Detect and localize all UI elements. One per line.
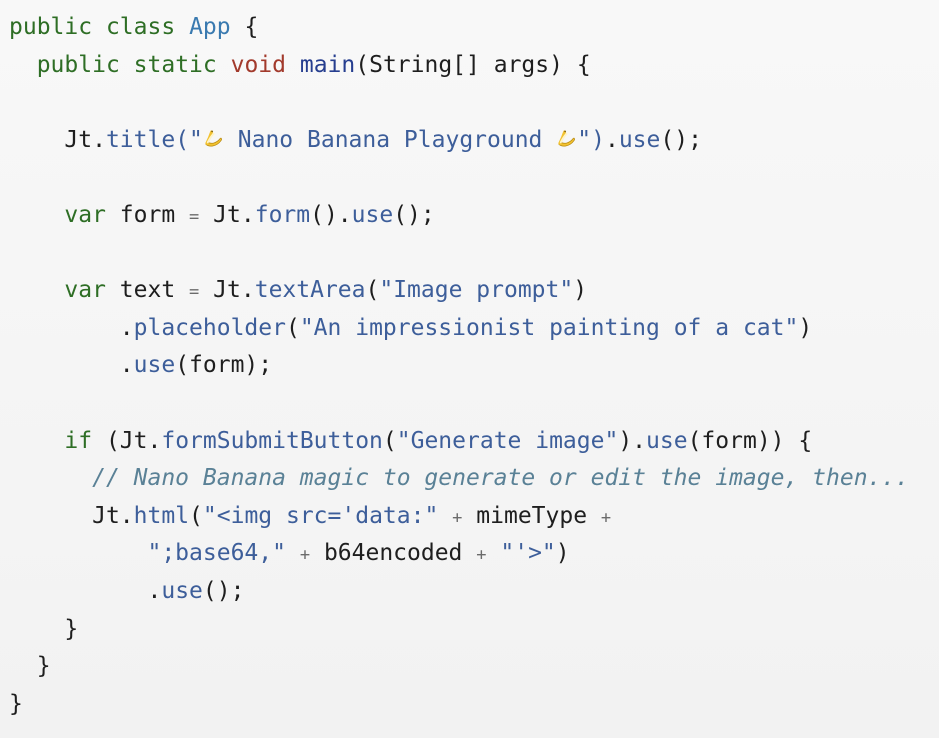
- operator-assign: =: [189, 206, 200, 227]
- paren-open: (: [285, 314, 300, 341]
- call-mid: ().: [310, 201, 352, 228]
- keyword-if: if: [64, 427, 93, 454]
- string-img-close: "'>": [500, 540, 556, 567]
- banana-icon: [556, 125, 577, 147]
- keyword-static: static: [133, 51, 217, 78]
- code-line-14: Jt.html("<img src='data:" + mimeType +: [9, 498, 939, 536]
- string-open: (": [175, 126, 203, 153]
- method-html: html: [133, 502, 190, 529]
- call-args: (form);: [175, 352, 273, 379]
- brace-close: }: [9, 690, 23, 717]
- receiver-jt: Jt: [213, 201, 241, 228]
- code-line-17: }: [9, 611, 939, 649]
- keyword-void: void: [230, 51, 286, 78]
- method-name-main: main: [299, 51, 356, 78]
- call-tail: (form)) {: [687, 427, 813, 454]
- brace-open: {: [576, 51, 591, 78]
- method-use: use: [161, 577, 203, 604]
- keyword-public: public: [36, 51, 120, 78]
- paren-close: ): [573, 277, 588, 304]
- method-form-submit-button: formSubmitButton: [161, 427, 383, 454]
- if-open: (Jt.: [105, 427, 162, 454]
- title-string: Nano Banana Playground: [237, 126, 543, 153]
- keyword-class: class: [105, 14, 176, 40]
- dot: .: [147, 577, 162, 604]
- brace-open: {: [244, 14, 259, 40]
- method-use: use: [618, 126, 661, 153]
- receiver-jt: Jt: [213, 277, 241, 304]
- code-line-16: .use();: [9, 573, 939, 611]
- class-name: App: [189, 14, 231, 40]
- banana-icon: [203, 125, 224, 147]
- dot: .: [119, 352, 134, 379]
- operator-plus: +: [299, 545, 311, 566]
- receiver-jt: Jt: [64, 126, 93, 153]
- identifier-b64encoded: b64encoded: [323, 540, 463, 567]
- code-line-5: [9, 159, 939, 197]
- string-image-prompt: "Image prompt": [379, 277, 574, 304]
- keyword-public: public: [9, 14, 93, 40]
- operator-plus: +: [600, 507, 612, 528]
- method-use: use: [133, 352, 176, 379]
- keyword-var: var: [64, 277, 106, 304]
- paren-close: ): [555, 540, 570, 567]
- method-use: use: [646, 427, 688, 454]
- call-tail: ();: [660, 126, 702, 153]
- operator-plus: +: [452, 507, 463, 528]
- string-close: "): [577, 126, 605, 153]
- paren-open: (: [382, 427, 397, 454]
- dot: .: [119, 502, 134, 529]
- identifier-form: form: [119, 201, 176, 228]
- call-tail: ();: [393, 201, 435, 228]
- brace-close: }: [36, 653, 51, 680]
- method-use: use: [351, 201, 394, 228]
- code-line-19: }: [9, 686, 939, 724]
- code-line-18: }: [9, 648, 939, 686]
- paren-open: (: [365, 277, 380, 304]
- paren-close: ): [798, 314, 813, 341]
- code-line-4: Jt.title(" Nano Banana Playground ").use…: [64, 125, 702, 153]
- code-line-15: ";base64," + b64encoded + "'>"): [9, 535, 939, 573]
- code-line-7: [9, 235, 939, 273]
- paren-open: (: [189, 502, 203, 529]
- string-img-src: "<img src='data:": [202, 502, 439, 529]
- method-title: title: [105, 126, 176, 153]
- code-comment: // Nano Banana magic to generate or edit…: [92, 465, 910, 492]
- code-line-8: var text = Jt.textArea("Image prompt"): [64, 277, 588, 304]
- code-line-6: var form = Jt.form().use();: [64, 201, 435, 228]
- code-line-3: [9, 84, 939, 122]
- identifier-mimetype: mimeType: [476, 502, 588, 529]
- keyword-var: var: [64, 201, 106, 228]
- code-line-12: if (Jt.formSubmitButton("Generate image"…: [9, 423, 939, 461]
- call-mid: ).: [618, 427, 647, 454]
- method-params: (String[] args): [355, 51, 563, 78]
- brace-close: }: [64, 615, 79, 642]
- operator-assign: =: [189, 282, 200, 303]
- receiver-jt: Jt: [92, 502, 120, 529]
- method-placeholder: placeholder: [133, 314, 286, 341]
- call-tail: ();: [202, 577, 245, 604]
- code-line-9: .placeholder("An impressionist painting …: [9, 310, 939, 348]
- method-textarea: textArea: [254, 277, 366, 304]
- identifier-text: text: [119, 277, 176, 304]
- string-base64: ";base64,": [147, 540, 286, 567]
- string-placeholder: "An impressionist painting of a cat": [299, 314, 799, 341]
- method-form: form: [254, 201, 311, 228]
- string-generate-image: "Generate image": [396, 427, 619, 454]
- code-line-2: public static void main(String[] args) {: [9, 47, 939, 85]
- operator-plus: +: [476, 545, 487, 566]
- dot: .: [92, 126, 106, 153]
- dot: .: [119, 314, 134, 341]
- code-line-11: [9, 385, 939, 423]
- code-line-1: public class App {: [9, 9, 939, 47]
- code-line-13: // Nano Banana magic to generate or edit…: [9, 460, 939, 498]
- code-line-10: .use(form);: [9, 347, 939, 385]
